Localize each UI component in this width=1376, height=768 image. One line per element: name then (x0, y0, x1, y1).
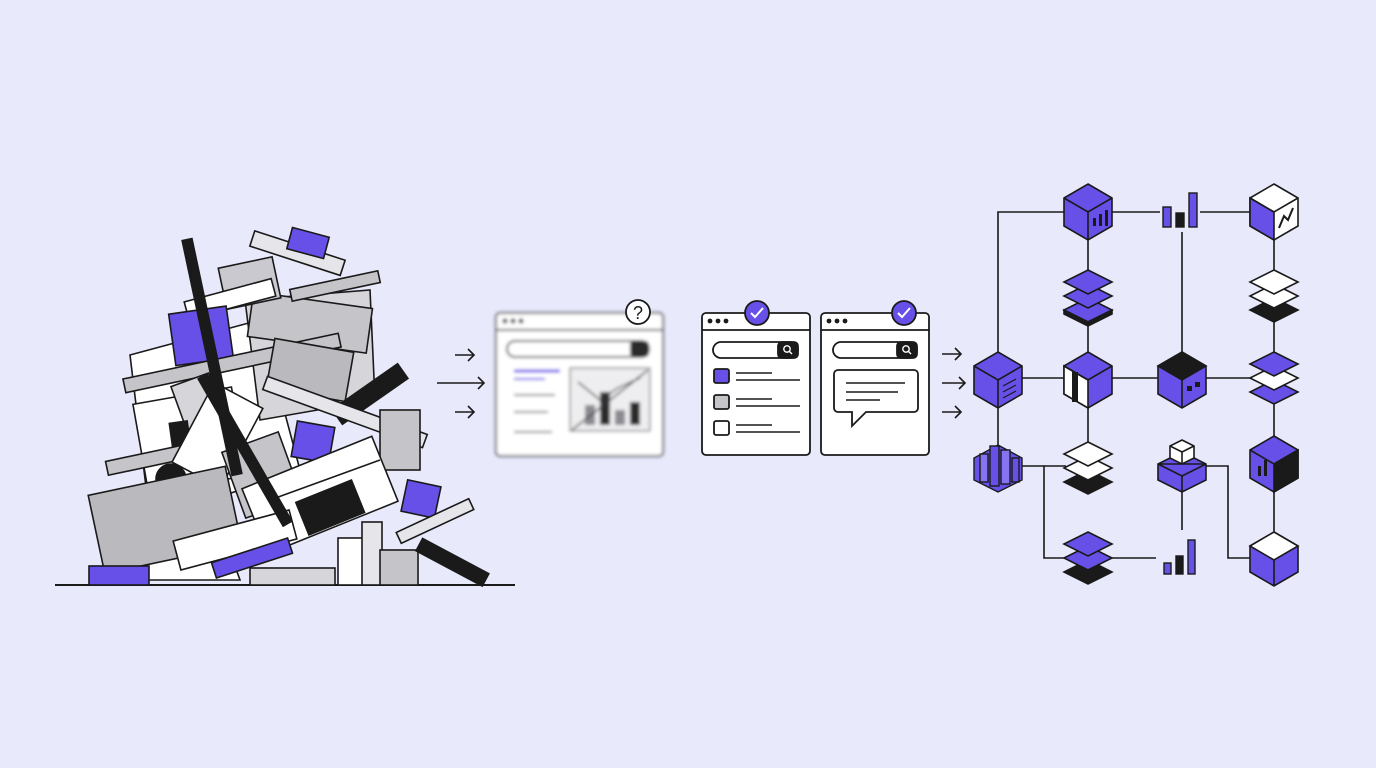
cube-hub-node (1063, 351, 1113, 410)
accent-block (88, 565, 150, 586)
bar-chart-icon (1093, 218, 1096, 226)
layer-stack-node (1062, 441, 1114, 495)
cube-node (1248, 531, 1300, 587)
arrow-group-2 (942, 347, 967, 419)
cube-pedestal-node (1157, 439, 1207, 493)
arrow-right-icon (455, 405, 476, 419)
search-chat-window (820, 312, 930, 456)
city-cluster-node (973, 444, 1023, 493)
cube-network (973, 183, 1300, 587)
accent-block (210, 537, 294, 579)
arrow-right-icon (942, 376, 967, 390)
chat-bubble-icon (833, 369, 919, 429)
search-icon (902, 345, 912, 355)
bar-chart-icon (1162, 192, 1198, 228)
checkmark-icon (750, 307, 764, 319)
check-badge-1 (744, 300, 770, 326)
bar-chart-icon (1163, 539, 1196, 575)
accent-block (400, 478, 442, 520)
accent-block (290, 420, 336, 464)
question-badge: ? (625, 299, 651, 325)
list-checkbox (713, 394, 730, 410)
arrow-right-icon (455, 348, 476, 362)
cube-document-node (973, 351, 1023, 409)
layer-stack-node (1248, 269, 1300, 323)
network-connectors (997, 211, 1275, 559)
arrow-group-1 (437, 348, 486, 419)
layer-stack-node (1248, 351, 1300, 405)
arrow-right-icon (942, 405, 963, 419)
list-checkbox (713, 420, 730, 436)
layer-stack-node (1062, 269, 1114, 327)
list-checkbox-checked (713, 368, 730, 384)
unclear-dashboard-window (495, 312, 664, 457)
search-list-window (701, 312, 811, 456)
checkmark-icon (897, 307, 911, 319)
trend-line-icon (1278, 207, 1294, 229)
search-icon (783, 345, 793, 355)
chaos-pile-illustration (55, 226, 515, 588)
arrow-right-icon (942, 347, 963, 361)
question-mark-icon: ? (633, 303, 643, 323)
layer-stack-node (1062, 531, 1114, 585)
cube-dashboard-node (1156, 351, 1208, 409)
cube-chart-node-dark (1249, 435, 1299, 494)
arrow-right-icon (437, 376, 486, 390)
bar-chart-icon (1258, 466, 1261, 476)
check-badge-2 (891, 300, 917, 326)
accent-block (285, 226, 331, 260)
cube-chart-node (1063, 183, 1113, 241)
cube-line-chart-node (1249, 183, 1299, 242)
